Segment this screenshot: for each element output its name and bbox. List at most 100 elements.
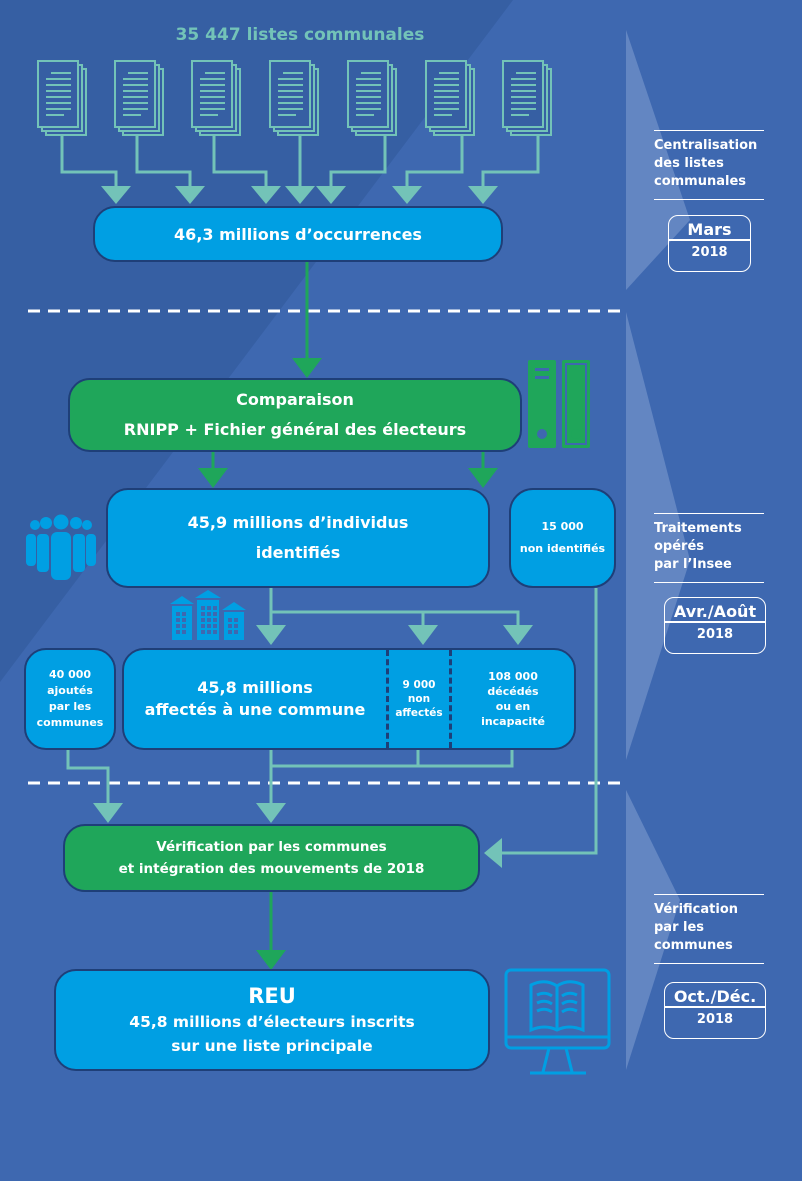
- document-arrowheads: [101, 186, 498, 204]
- stage-label-traitements: Traitements opérés par l’Insee: [654, 513, 764, 583]
- assigned-count: 45,8 millions: [197, 678, 313, 697]
- not-assigned-count: 9 000: [402, 679, 436, 691]
- building-window: [207, 630, 211, 634]
- building-window: [213, 624, 217, 628]
- document-stack-icon: [37, 60, 87, 136]
- not-assigned-label-2: affectés: [395, 707, 443, 719]
- green-connectors: [211, 262, 485, 952]
- deceased-label-3: incapacité: [481, 715, 545, 728]
- document-connectors: [60, 136, 540, 190]
- stage-date-mars: Mars 2018: [668, 215, 751, 272]
- building-window: [182, 624, 186, 628]
- building-window: [182, 618, 186, 622]
- verification-title: Vérification par les communes: [156, 839, 387, 855]
- stage-date-oct-dec: Oct./Déc. 2018: [664, 982, 766, 1039]
- added-label-2: par les: [48, 700, 92, 713]
- building-window: [182, 630, 186, 634]
- stage-label-verification: Vérification par les communes: [654, 894, 764, 964]
- document-stack-icon: [502, 60, 552, 136]
- stage-3-year: 2018: [696, 1012, 734, 1027]
- building-window: [201, 612, 205, 616]
- assigned-box: 45,8 millions affectés à une commune 9 0…: [122, 648, 576, 750]
- verification-box: Vérification par les communes et intégra…: [63, 824, 480, 892]
- reu-count: 45,8 millions d’électeurs inscrits: [129, 1013, 415, 1031]
- building-window: [201, 630, 205, 634]
- stage-2-year: 2018: [696, 627, 734, 642]
- people-group-icon: [26, 514, 96, 580]
- stage-1-year: 2018: [691, 245, 728, 260]
- building-window: [228, 624, 232, 628]
- stage-2-line-3: par l’Insee: [654, 557, 732, 572]
- not-assigned-label-1: non: [407, 693, 431, 705]
- added-box: 40 000 ajoutés par les communes: [24, 648, 116, 750]
- stage-1-line-2: des listes: [654, 156, 724, 171]
- stage-3-month: Oct./Déc.: [665, 987, 765, 1008]
- building-window: [234, 624, 238, 628]
- building-window: [207, 612, 211, 616]
- stage-2-line-1: Traitements: [654, 521, 742, 536]
- document-stack-icon: [347, 60, 397, 136]
- deceased-label-2: ou en: [495, 700, 531, 713]
- comparison-title: Comparaison: [236, 390, 354, 409]
- stage-2-month: Avr./Août: [665, 602, 765, 623]
- stage-label-centralisation: Centralisation des listes communales: [654, 130, 764, 200]
- building-window: [182, 612, 186, 616]
- buildings-icon: [170, 590, 246, 640]
- teal-connectors: [66, 587, 598, 855]
- building-window: [201, 606, 205, 610]
- stage-3-line-3: communes: [654, 938, 733, 953]
- occurrences-box: 46,3 millions d’occurrences: [93, 206, 503, 262]
- reu-box: REU 45,8 millions d’électeurs inscrits s…: [54, 969, 490, 1071]
- building-window: [201, 624, 205, 628]
- identified-count: 45,9 millions d’individus: [187, 513, 409, 532]
- building-window: [207, 606, 211, 610]
- deceased-count: 108 000: [488, 670, 538, 683]
- building-window: [207, 618, 211, 622]
- building-window: [176, 624, 180, 628]
- stage-chevron-1: [626, 30, 690, 290]
- building-window: [176, 612, 180, 616]
- comparison-box: Comparaison RNIPP + Fichier général des …: [68, 378, 522, 452]
- building-window: [234, 618, 238, 622]
- building-window: [213, 630, 217, 634]
- document-stack-icon: [114, 60, 164, 136]
- building-window: [228, 630, 232, 634]
- document-stack-icons: [37, 60, 552, 136]
- building-window: [213, 618, 217, 622]
- stage-1-line-1: Centralisation: [654, 138, 758, 153]
- not-assigned-section: 9 000 non affectés: [386, 650, 452, 748]
- building-window: [213, 606, 217, 610]
- building-window: [213, 612, 217, 616]
- not-identified-count: 15 000: [541, 520, 584, 533]
- stage-1-month: Mars: [669, 220, 750, 241]
- document-stack-icon: [425, 60, 475, 136]
- verification-detail: et intégration des mouvements de 2018: [118, 861, 425, 877]
- stage-chevron-3: [626, 790, 680, 1070]
- teal-arrowheads: [93, 625, 533, 868]
- stage-date-avr-aout: Avr./Août 2018: [664, 597, 766, 654]
- stage-3-line-2: par les: [654, 920, 705, 935]
- occurrences-text: 46,3 millions d’occurrences: [174, 224, 422, 244]
- green-arrowheads: [198, 358, 498, 970]
- reu-label: sur une liste principale: [171, 1037, 373, 1055]
- document-stack-icon: [191, 60, 241, 136]
- assigned-label: affectés à une commune: [144, 700, 366, 719]
- building-window: [207, 624, 211, 628]
- building-window: [176, 618, 180, 622]
- stage-chevron-2: [626, 312, 690, 760]
- communal-lists-title: 35 447 listes communales: [175, 25, 425, 45]
- deceased-label-1: décédés: [487, 685, 539, 698]
- assigned-section: 45,8 millions affectés à une commune: [124, 650, 386, 748]
- building-window: [228, 618, 232, 622]
- document-stack-icon: [269, 60, 319, 136]
- computer-book-icon: [504, 968, 611, 1075]
- reu-title: REU: [248, 984, 296, 1008]
- building-window: [176, 630, 180, 634]
- deceased-section: 108 000 décédés ou en incapacité: [452, 650, 574, 748]
- stage-3-line-1: Vérification: [654, 902, 739, 917]
- added-label-1: ajoutés: [47, 684, 93, 697]
- identified-label: identifiés: [255, 543, 341, 562]
- not-identified-label: non identifiés: [519, 542, 606, 555]
- added-count: 40 000: [48, 668, 92, 681]
